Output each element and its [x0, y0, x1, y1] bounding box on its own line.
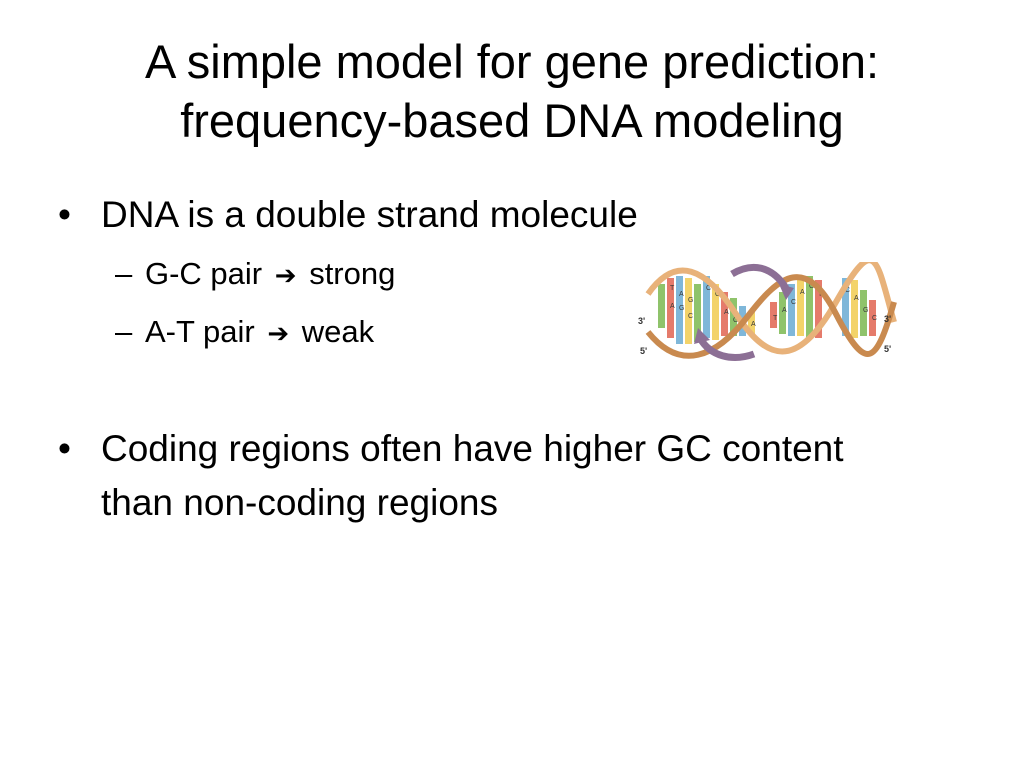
arrowhead-top-icon [779, 284, 794, 300]
bullet-list: • DNA is a double strand molecule – G-C … [58, 190, 918, 530]
base-pairs [658, 276, 876, 344]
arrowhead-bottom-icon [694, 328, 710, 344]
svg-text:G: G [688, 297, 693, 304]
dash-icon: – [115, 256, 133, 291]
left-bottom-end-label: 5' [640, 346, 647, 356]
sub-bullet-before: G-C pair [145, 256, 263, 291]
slide-title: A simple model for gene prediction: freq… [40, 32, 984, 150]
left-top-end-label: 3' [638, 316, 645, 326]
svg-text:A: A [854, 295, 859, 302]
sub-bullet-list: – G-C pair ➔ strong – A-T pair ➔ weak [115, 246, 918, 362]
dash-icon: – [115, 314, 133, 349]
helix-strand-1 [645, 262, 897, 355]
right-bottom-end-label: 5' [884, 344, 891, 354]
svg-text:G: G [733, 317, 738, 324]
arrow-right-icon: ➔ [267, 319, 290, 349]
sub-bullet-at-pair: – A-T pair ➔ weak [115, 304, 918, 362]
svg-text:C: C [872, 315, 877, 322]
arrow-right-icon: ➔ [274, 261, 297, 291]
sub-bullet-after: weak [301, 314, 375, 349]
bullet-text: Coding regions often have higher GC cont… [101, 428, 844, 523]
svg-text:A: A [782, 307, 787, 314]
bullet-dot-icon: • [58, 428, 71, 469]
sub-bullet-after: strong [309, 256, 396, 291]
svg-text:C: C [706, 285, 711, 292]
sub-bullet-before: A-T pair [145, 314, 255, 349]
svg-text:A: A [751, 321, 756, 328]
bullet-text: DNA is a double strand molecule [101, 194, 638, 235]
svg-text:G: G [863, 307, 868, 314]
svg-text:G: G [679, 305, 684, 312]
bullet-spacer [58, 362, 918, 422]
curved-arrow-top-icon [730, 263, 789, 291]
svg-text:A: A [670, 303, 675, 310]
helix-strand-2 [645, 274, 897, 359]
right-top-end-label: 3' [884, 314, 891, 324]
title-line-1: A simple model for gene prediction: [144, 35, 880, 88]
title-line-2: frequency-based DNA modeling [180, 94, 844, 147]
svg-text:A: A [800, 289, 805, 296]
curved-arrow-bottom-icon [696, 336, 756, 361]
svg-text:C: C [845, 287, 850, 294]
svg-text:A: A [679, 291, 684, 298]
svg-text:T: T [670, 285, 675, 292]
bullet-coding-regions: • Coding regions often have higher GC co… [58, 422, 918, 530]
bullet-dot-icon: • [58, 194, 71, 235]
svg-text:A: A [724, 309, 729, 316]
svg-text:T: T [773, 315, 778, 322]
svg-text:C: C [688, 313, 693, 320]
svg-text:C: C [791, 299, 796, 306]
svg-text:G: G [809, 283, 814, 290]
bullet-dna-double-strand: • DNA is a double strand molecule – G-C … [58, 190, 918, 362]
sub-bullet-gc-pair: – G-C pair ➔ strong [115, 246, 918, 304]
